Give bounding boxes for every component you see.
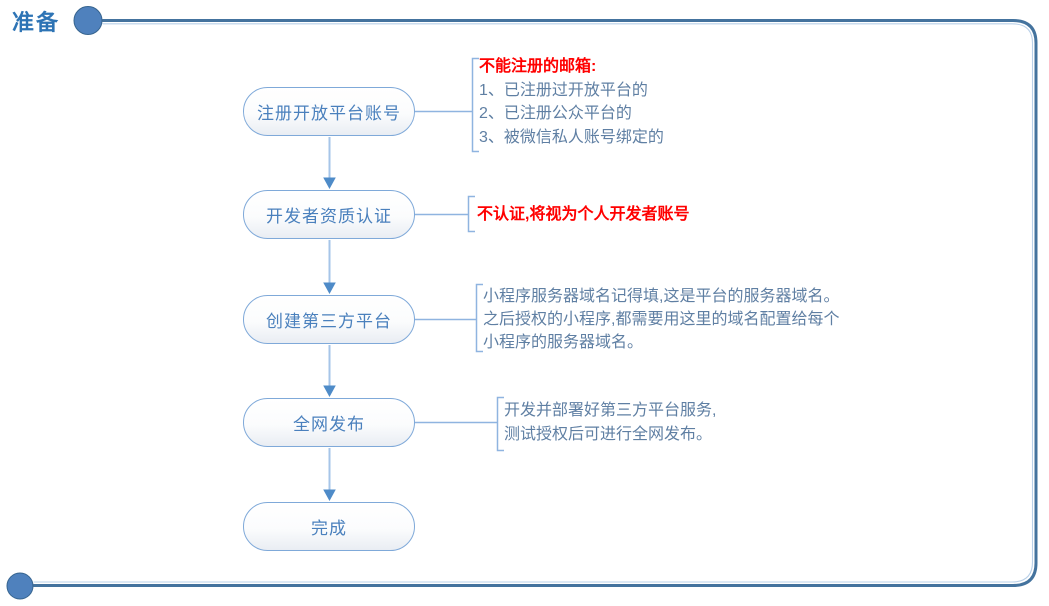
annotation-line: 小程序的服务器域名。 (483, 334, 644, 352)
arrowhead-icon (323, 177, 336, 189)
frame-border-inner-highlight (33, 23, 1034, 583)
annotation-bracket-3 (475, 283, 483, 353)
annotation-line: 小程序服务器域名记得填,这是平台的服务器域名。 (483, 288, 840, 305)
frame-border (32, 19, 1038, 587)
flow-arrow-2 (323, 240, 336, 294)
flow-node-create-platform: 创建第三方平台 (243, 295, 415, 344)
annotation-line: 测试授权后可进行全网发布。 (504, 425, 713, 443)
annotation-register-note: 不能注册的邮箱: 1、已注册过开放平台的 2、已注册公众平台的 3、被微信私人账… (479, 55, 664, 149)
page-title: 准备 (12, 10, 61, 35)
flow-arrow-3 (323, 345, 336, 397)
arrowhead-icon (323, 489, 336, 501)
flow-node-done: 完成 (243, 502, 415, 551)
arrowhead-icon (323, 385, 336, 397)
annotation-line: 不认证,将视为个人开发者账号 (477, 206, 690, 223)
annotation-certify-note: 不认证,将视为个人开发者账号 (477, 203, 689, 227)
flow-node-label: 创建第三方平台 (266, 312, 392, 331)
annotation-line: 之后授权的小程序,都需要用这里的域名配置给每个 (483, 311, 840, 329)
flow-node-label: 开发者资质认证 (266, 207, 392, 226)
annotation-line: 2、已注册公众平台的 (479, 105, 632, 122)
annotation-line: 3、被微信私人账号绑定的 (479, 128, 664, 146)
annotation-create-platform-note: 小程序服务器域名记得填,这是平台的服务器域名。 之后授权的小程序,都需要用这里的… (483, 285, 839, 355)
annotation-bracket-2 (467, 195, 475, 233)
flow-node-label: 注册开放平台账号 (257, 104, 401, 123)
frame-end-circle (6, 572, 34, 600)
flow-node-label: 完成 (311, 519, 347, 538)
annotation-heading: 不能注册的邮箱: (479, 58, 597, 75)
annotation-bracket-4 (496, 396, 504, 452)
arrowhead-icon (323, 282, 336, 294)
annotation-bracket-1 (471, 57, 479, 153)
flow-arrow-1 (323, 137, 336, 189)
flow-node-register: 注册开放平台账号 (243, 87, 415, 136)
annotation-release-note: 开发并部署好第三方平台服务, 测试授权后可进行全网发布。 (504, 399, 716, 446)
frame-start-circle (73, 6, 103, 35)
flow-node-release: 全网发布 (243, 398, 415, 447)
flow-node-certify: 开发者资质认证 (243, 190, 415, 239)
annotation-line: 开发并部署好第三方平台服务, (504, 402, 717, 419)
annotation-line: 1、已注册过开放平台的 (479, 81, 648, 99)
flow-arrow-4 (323, 448, 336, 501)
flow-node-label: 全网发布 (293, 415, 365, 434)
